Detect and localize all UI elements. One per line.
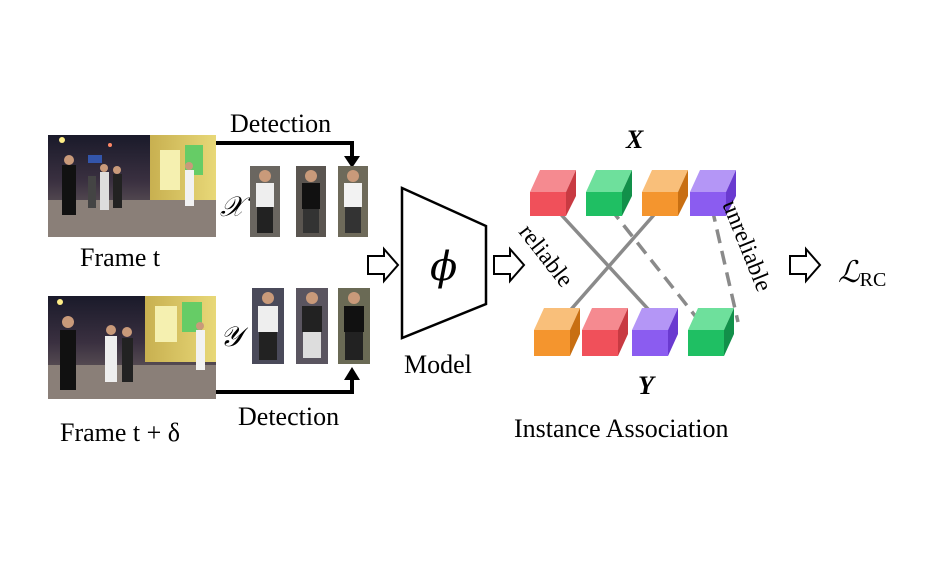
detection-label-bottom: Detection	[238, 402, 339, 431]
row-x-label: X	[625, 125, 644, 154]
person-crop-icon	[338, 288, 370, 364]
embedding-bar-red	[530, 170, 576, 216]
unreliable-label: unreliable	[716, 197, 776, 296]
person-crop-icon	[338, 166, 368, 237]
detection-arrow-top	[216, 141, 360, 168]
model-label: Model	[404, 350, 472, 379]
model-block	[400, 186, 488, 340]
reliable-line-orange-orange	[558, 206, 662, 324]
frame-t-photo	[48, 135, 216, 237]
reliable-line-red-purple	[553, 206, 662, 324]
embedding-bar-orange	[642, 170, 688, 216]
model-symbol: ϕ	[430, 244, 457, 290]
embedding-bar-orange	[534, 308, 580, 356]
person-crop-icon	[296, 166, 326, 237]
embedding-bar-green	[586, 170, 632, 216]
embedding-bar-purple	[632, 308, 678, 356]
person-crop-icon	[252, 288, 284, 364]
frame-t-delta-label: Frame t + δ	[60, 418, 180, 447]
embeddings-y	[534, 308, 734, 356]
association-lines	[553, 206, 740, 324]
set-x-symbol: 𝒳	[220, 190, 252, 223]
frame-t-label: Frame t	[80, 243, 161, 272]
row-y-label: Y	[638, 371, 656, 400]
arrow-right-icon	[789, 246, 822, 284]
loss-symbol: ℒ	[838, 255, 861, 290]
frame-t-delta-photo	[48, 296, 216, 399]
reliable-label: reliable	[513, 220, 578, 293]
detection-label-top: Detection	[230, 109, 331, 138]
unreliable-line-purple-green	[710, 207, 740, 323]
arrow-right-icon	[493, 246, 526, 284]
unreliable-line-green-red	[608, 206, 702, 324]
embedding-bar-green	[688, 308, 734, 356]
set-y-symbol: 𝒴	[220, 320, 249, 353]
embedding-bar-purple	[690, 170, 736, 216]
person-crop-icon	[250, 166, 280, 237]
person-crop-icon	[296, 288, 328, 364]
loss-label: ℒRC	[838, 255, 886, 291]
embedding-bar-red	[582, 308, 628, 356]
arrow-right-icon	[367, 246, 400, 284]
detection-arrow-bottom	[216, 367, 360, 394]
association-label: Instance Association	[514, 414, 728, 443]
crops-x	[250, 166, 368, 237]
crops-y	[252, 288, 370, 364]
loss-subscript: RC	[860, 269, 887, 291]
embeddings-x	[530, 170, 736, 216]
